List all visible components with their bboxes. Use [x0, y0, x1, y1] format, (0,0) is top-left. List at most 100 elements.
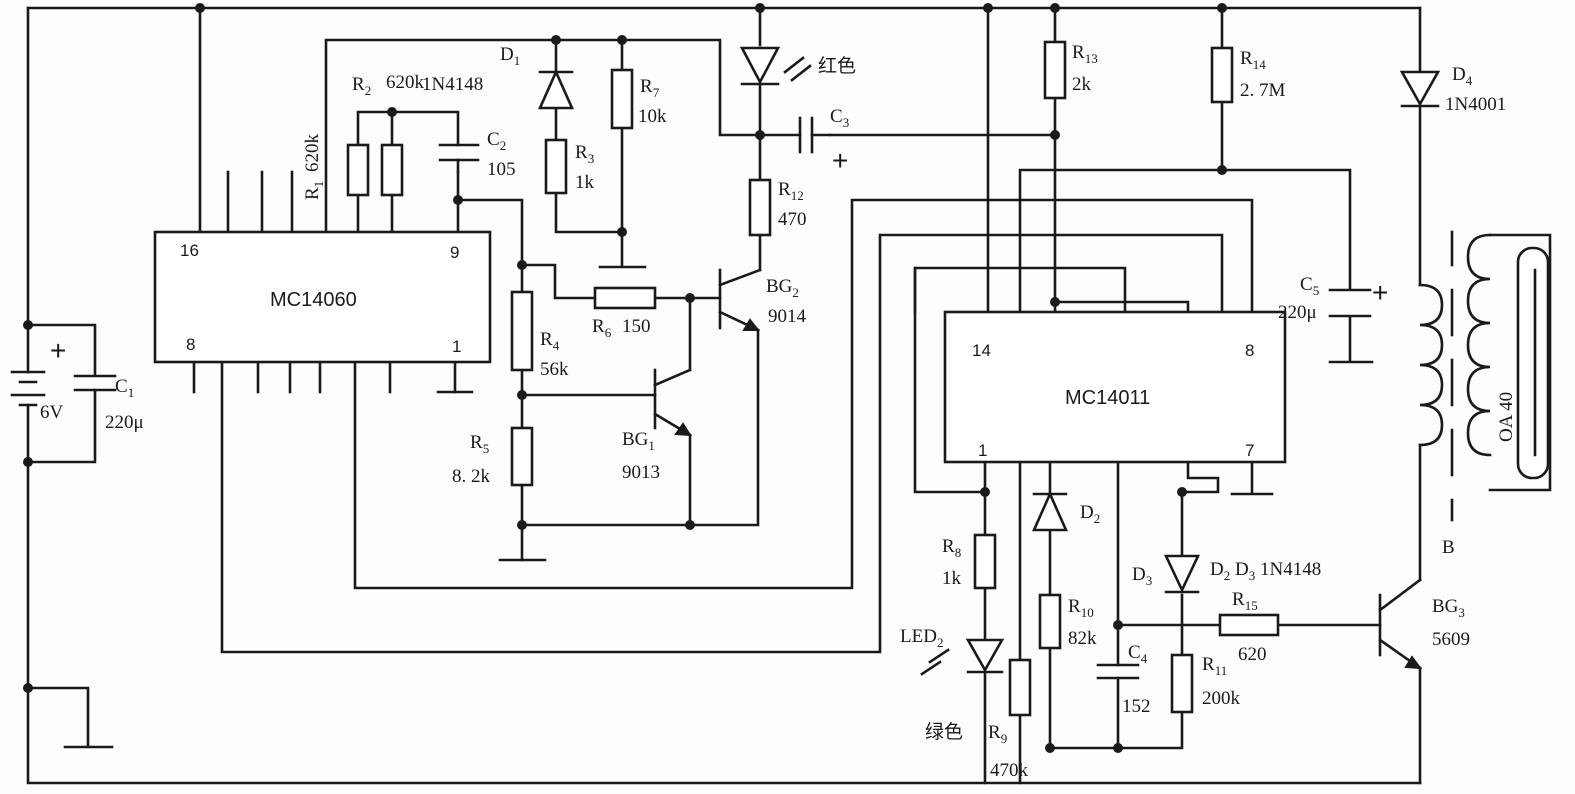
wires [26, 6, 1552, 785]
c2-value: 105 [487, 159, 516, 180]
junction-dot [517, 520, 527, 530]
r1-value: 620k [302, 134, 323, 173]
capacitor-c4: C4 152 [1096, 642, 1151, 717]
capacitor-c5: + C5 220μ [1278, 274, 1388, 323]
r11-label: R11 [1202, 654, 1227, 678]
junction-dot [1050, 297, 1060, 307]
transformer-b: B [1418, 230, 1492, 558]
c1-value: 220μ [105, 412, 144, 433]
c5-value: 220μ [1278, 302, 1317, 323]
diode-d1: D1 1N4148 [422, 44, 575, 110]
r6-value: 150 [622, 316, 651, 337]
bg1-label: BG1 [622, 429, 655, 453]
r15-label: R15 [1232, 589, 1258, 613]
led2-label: LED2 [900, 626, 943, 650]
resistor-r12: R12 470 [748, 178, 807, 237]
c5-label: C5 [1300, 274, 1319, 298]
pin-9-label: 9 [450, 243, 459, 262]
resistor-r2: R2 620k [352, 72, 425, 197]
junction-dot [1113, 620, 1123, 630]
led-red-color: 红色 [818, 55, 856, 77]
pin-8-label: 8 [1245, 341, 1254, 360]
pin-14-label: 14 [972, 341, 991, 360]
c4-value: 152 [1122, 696, 1151, 717]
pin-1-label: 1 [978, 441, 987, 460]
r7-label: R7 [640, 76, 660, 100]
r4-value: 56k [540, 359, 569, 380]
bg2-value: 9014 [768, 306, 807, 327]
r10-value: 82k [1068, 628, 1097, 649]
transistor-bg1: BG1 9013 [622, 368, 692, 483]
diode-d4: D4 1N4001 [1399, 64, 1506, 115]
capacitor-c3: C3 + [798, 106, 849, 176]
resistor-r11: R11 200k [1170, 653, 1241, 714]
resistor-r8: R8 1k [942, 533, 997, 590]
diode-type-note: D2 D3 1N4148 [1210, 559, 1321, 583]
transformer-label: B [1442, 537, 1455, 558]
r4-label: R4 [540, 329, 560, 353]
r3-label: R3 [575, 142, 594, 166]
junction-dot [617, 35, 627, 45]
d2-label: D2 [1080, 502, 1100, 526]
resistor-r7: R7 10k [610, 68, 667, 130]
ic-mc14060: MC14060 16 9 8 1 [153, 230, 492, 364]
junction-dot [685, 520, 695, 530]
lamp-label: OA 40 [1496, 392, 1517, 442]
capacitor-c1: + C1 220μ [50, 335, 144, 433]
transistor-bg2: BG2 9014 [718, 268, 807, 332]
d1-label: D1 [500, 44, 520, 68]
r5-value: 8. 2k [452, 466, 491, 487]
junction-dot [23, 683, 33, 693]
diode-d3: D3 [1132, 554, 1201, 594]
junction-dot [387, 107, 397, 117]
bg1-value: 9013 [622, 462, 660, 483]
resistor-r10: R10 82k [1038, 593, 1097, 650]
r14-label: R14 [1240, 48, 1266, 72]
r2-label: R2 [352, 74, 371, 98]
r14-value: 2. 7M [1240, 80, 1286, 101]
led-red: 红色 [739, 46, 856, 86]
r7-value: 10k [638, 106, 667, 127]
pin-8-label: 8 [186, 335, 195, 354]
junction-dot [755, 130, 765, 140]
junction-dot [517, 260, 527, 270]
junction-dot [1050, 130, 1060, 140]
junction-dot [551, 35, 561, 45]
plus-sign: + [50, 335, 66, 366]
pin-16-label: 16 [180, 241, 199, 260]
junction-dot [453, 195, 463, 205]
r1-label: R1 [302, 181, 326, 200]
junction-dot [617, 227, 627, 237]
ic-mc14060-label: MC14060 [270, 289, 357, 311]
r11-value: 200k [1202, 688, 1241, 709]
resistor-r15: R15 620 [1218, 589, 1280, 665]
r13-value: 2k [1072, 74, 1092, 95]
r15-value: 620 [1238, 644, 1267, 665]
pin-7-label: 7 [1245, 441, 1254, 460]
d2-d3-type-label: D2 D3 1N4148 [1210, 559, 1321, 583]
resistor-r6: R6 150 [592, 286, 657, 340]
r5-label: R5 [470, 432, 489, 456]
c4-label: C4 [1128, 642, 1148, 666]
plus-sign: + [1372, 277, 1388, 308]
junction-dot [685, 293, 695, 303]
resistor-r13: R13 2k [1043, 40, 1098, 100]
junction-dot [517, 390, 527, 400]
capacitor-c2: C2 105 [438, 129, 516, 180]
ic-mc14011: MC14011 14 8 1 7 [943, 310, 1287, 464]
d4-value: 1N4001 [1445, 94, 1506, 115]
resistor-r14: R14 2. 7M [1210, 46, 1286, 104]
c3-label: C3 [830, 106, 849, 130]
battery: 6V [10, 323, 64, 464]
r10-label: R10 [1068, 596, 1094, 620]
battery-voltage: 6V [40, 402, 64, 423]
r8-value: 1k [942, 568, 962, 589]
junction-dot [1050, 3, 1060, 13]
led-green: LED2 绿色 [900, 626, 1005, 743]
pin-1-label: 1 [452, 337, 461, 356]
r8-label: R8 [942, 536, 961, 560]
r12-value: 470 [778, 209, 807, 230]
c1-label: C1 [115, 376, 134, 400]
resistor-r3: R3 1k [544, 138, 595, 195]
led-green-color: 绿色 [925, 721, 963, 743]
